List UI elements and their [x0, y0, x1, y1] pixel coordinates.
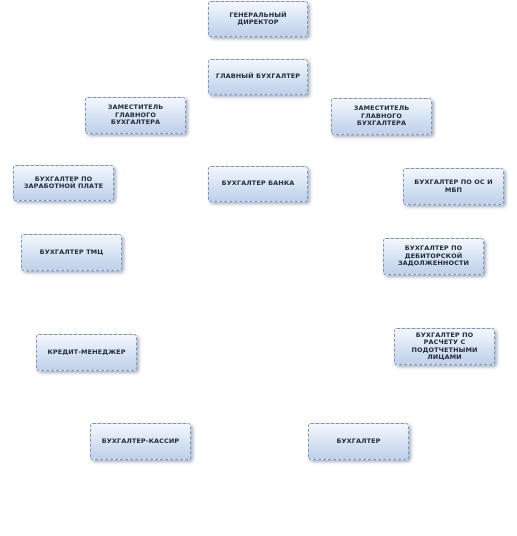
node-fixed-assets-accountant: БУХГАЛТЕР ПО ОС И МБП [403, 168, 504, 205]
node-label: ЗАМЕСТИТЕЛЬ ГЛАВНОГО БУХГАЛТЕРА [353, 104, 410, 128]
node-label: БУХГАЛТЕР ПО РАСЧЕТУ С ПОДОТЧЕТНЫМИ ЛИЦА… [411, 330, 478, 361]
node-deputy-chief-right: ЗАМЕСТИТЕЛЬ ГЛАВНОГО БУХГАЛТЕРА [331, 98, 432, 135]
node-bank-accountant: БУХГАЛТЕР БАНКА [208, 166, 308, 202]
node-label: БУХГАЛТЕР БАНКА [221, 179, 295, 188]
node-salary-accountant: БУХГАЛТЕР ПО ЗАРАБОТНОЙ ПЛАТЕ [13, 165, 114, 201]
node-label: БУХГАЛТЕР-КАССИР [101, 436, 180, 445]
node-label: КРЕДИТ-МЕНЕДЖЕР [47, 347, 126, 356]
node-accountant: БУХГАЛТЕР [308, 423, 409, 460]
node-cashier-accountant: БУХГАЛТЕР-КАССИР [90, 423, 191, 460]
node-label: БУХГАЛТЕР ПО ОС И МБП [414, 178, 493, 194]
node-label: БУХГАЛТЕР [336, 436, 381, 445]
node-label: БУХГАЛТЕР ПО ДЕБИТОРСКОЙ ЗАДОЛЖЕННОСТИ [397, 244, 470, 268]
node-credit-manager: КРЕДИТ-МЕНЕДЖЕР [36, 334, 137, 371]
node-receivables-accountant: БУХГАЛТЕР ПО ДЕБИТОРСКОЙ ЗАДОЛЖЕННОСТИ [383, 238, 484, 275]
node-inventory-accountant: БУХГАЛТЕР ТМЦ [21, 234, 122, 271]
node-label: ГЛАВНЫЙ БУХГАЛТЕР [215, 72, 301, 81]
node-label: ЗАМЕСТИТЕЛЬ ГЛАВНОГО БУХГАЛТЕРА [107, 103, 164, 127]
node-accountable-persons-accountant: БУХГАЛТЕР ПО РАСЧЕТУ С ПОДОТЧЕТНЫМИ ЛИЦА… [394, 328, 495, 365]
node-deputy-chief-left: ЗАМЕСТИТЕЛЬ ГЛАВНОГО БУХГАЛТЕРА [85, 97, 186, 134]
node-general-director: ГЕНЕРАЛЬНЫЙ ДИРЕКТОР [208, 1, 308, 37]
node-label: ГЕНЕРАЛЬНЫЙ ДИРЕКТОР [229, 10, 287, 26]
node-chief-accountant: ГЛАВНЫЙ БУХГАЛТЕР [208, 59, 308, 95]
node-label: БУХГАЛТЕР ПО ЗАРАБОТНОЙ ПЛАТЕ [23, 174, 104, 190]
node-label: БУХГАЛТЕР ТМЦ [39, 247, 104, 256]
